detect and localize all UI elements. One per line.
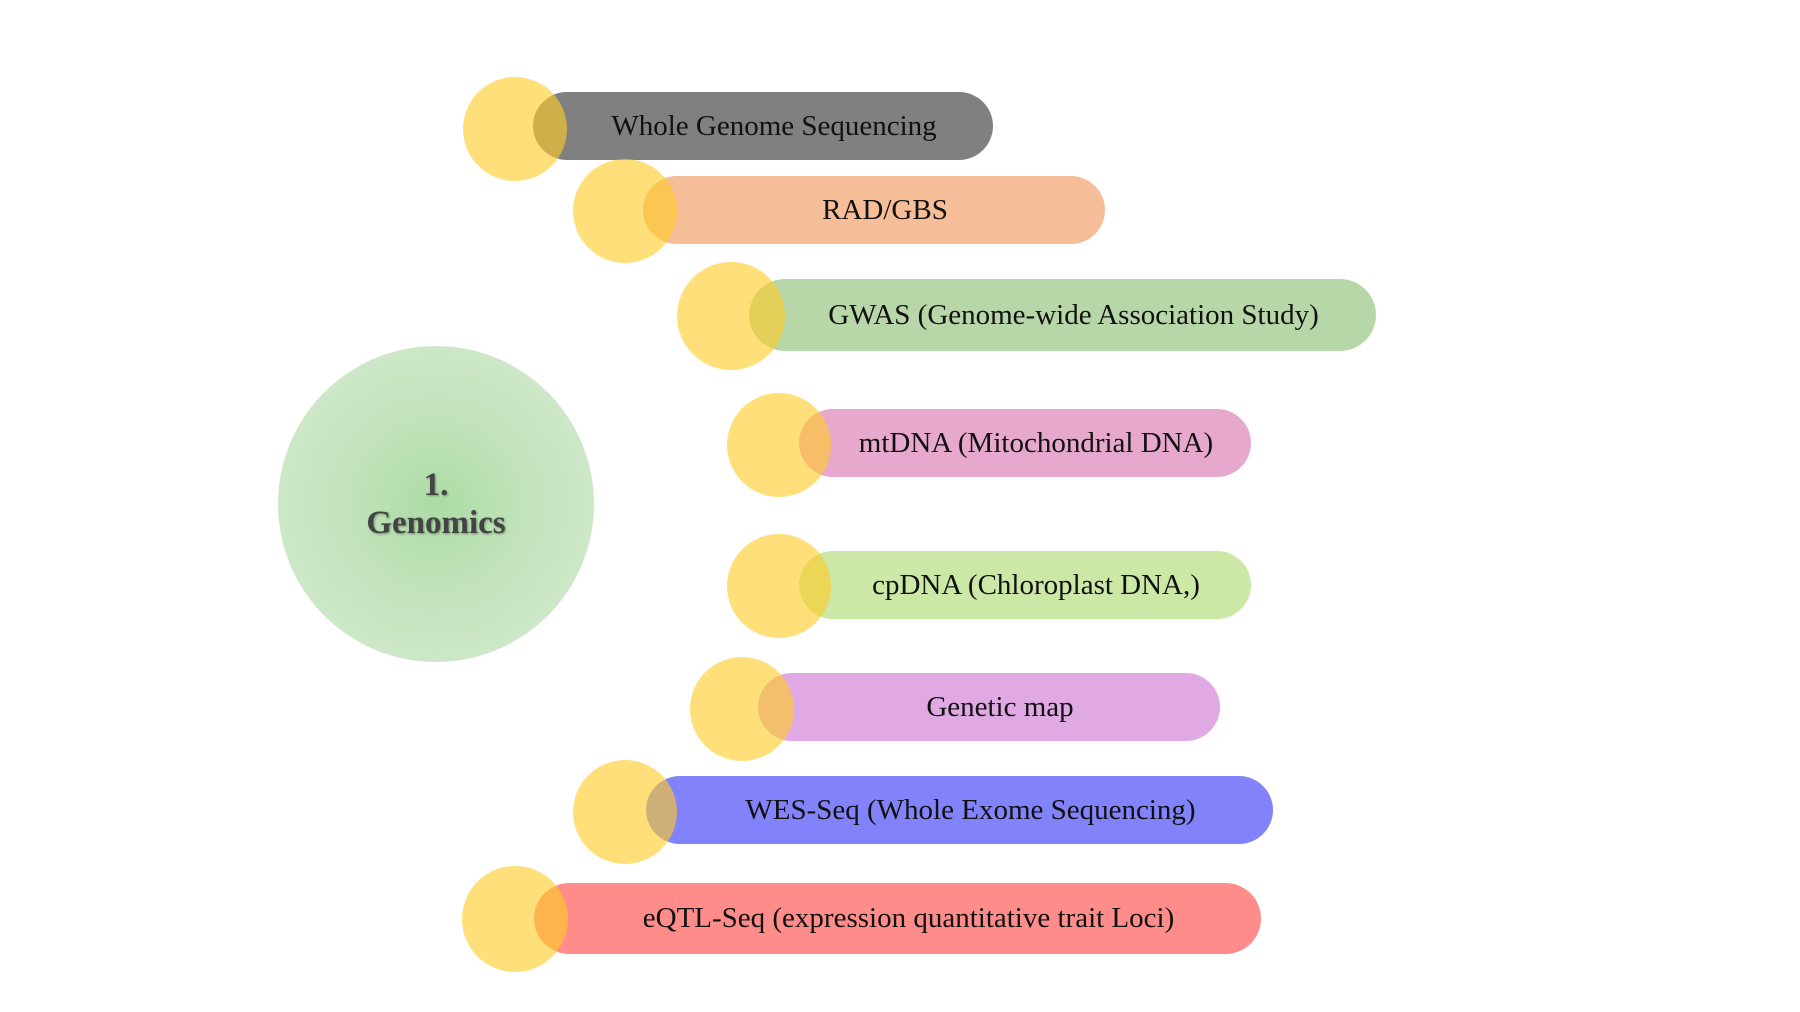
item-label: RAD/GBS bbox=[822, 193, 948, 226]
item-bullet-circle bbox=[690, 657, 794, 761]
item-wes-seq: WES-Seq (Whole Exome Sequencing) bbox=[646, 776, 1273, 844]
item-label: Whole Genome Sequencing bbox=[611, 109, 937, 142]
item-genetic-map: Genetic map bbox=[758, 673, 1220, 741]
item-gwas: GWAS (Genome-wide Association Study) bbox=[749, 279, 1376, 351]
item-mtdna: mtDNA (Mitochondrial DNA) bbox=[799, 409, 1251, 477]
item-label: cpDNA (Chloroplast DNA,) bbox=[872, 568, 1200, 601]
item-bullet-circle bbox=[573, 760, 677, 864]
item-label: Genetic map bbox=[926, 690, 1074, 723]
item-cpdna: cpDNA (Chloroplast DNA,) bbox=[799, 551, 1251, 619]
hub-title: 1. Genomics bbox=[366, 467, 506, 541]
item-eqtl-seq: eQTL-Seq (expression quantitative trait … bbox=[534, 883, 1261, 954]
genomics-hub-circle: 1. Genomics bbox=[278, 346, 594, 662]
item-bullet-circle bbox=[463, 77, 567, 181]
item-rad-gbs: RAD/GBS bbox=[643, 176, 1105, 244]
item-bullet-circle bbox=[727, 393, 831, 497]
item-bullet-circle bbox=[462, 866, 568, 972]
item-bullet-circle bbox=[727, 534, 831, 638]
item-bullet-circle bbox=[677, 262, 785, 370]
item-label: mtDNA (Mitochondrial DNA) bbox=[858, 426, 1214, 459]
item-whole-genome-sequencing: Whole Genome Sequencing bbox=[533, 92, 993, 160]
item-label: eQTL-Seq (expression quantitative trait … bbox=[642, 902, 1175, 934]
item-bullet-circle bbox=[573, 159, 677, 263]
item-label: GWAS (Genome-wide Association Study) bbox=[828, 298, 1319, 331]
item-label: WES-Seq (Whole Exome Sequencing) bbox=[745, 793, 1196, 826]
